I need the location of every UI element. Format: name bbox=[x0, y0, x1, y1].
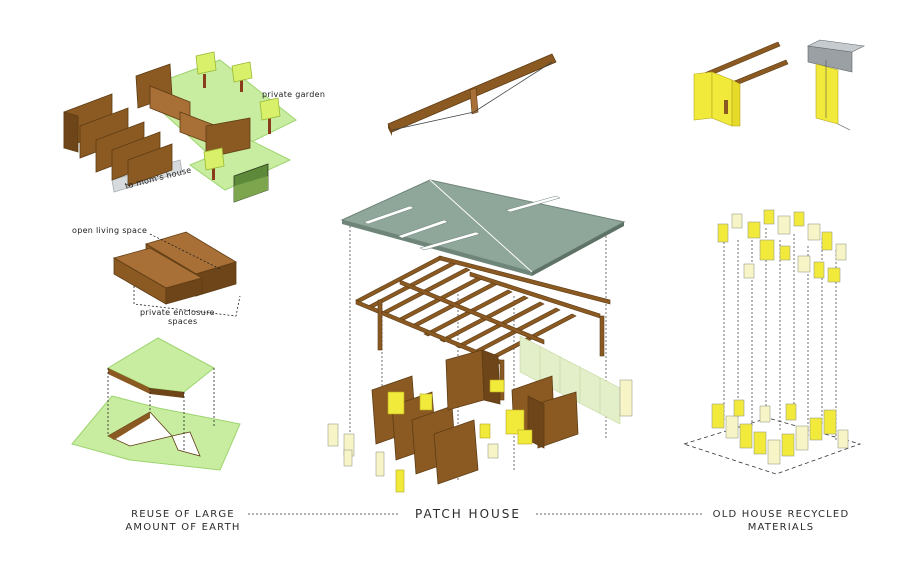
earth-reuse-diagram bbox=[71, 337, 241, 471]
glass-wall bbox=[519, 335, 621, 425]
garden-lawn bbox=[137, 59, 297, 161]
earth-upper-plate bbox=[106, 337, 215, 393]
timber-pergola bbox=[355, 255, 611, 401]
roof-slab bbox=[340, 179, 626, 273]
caption-earth-line-2: AMOUNT OF EARTH bbox=[125, 522, 241, 533]
caption-recycled-line-2: MATERIALS bbox=[747, 522, 815, 533]
window-frames-house bbox=[327, 379, 633, 477]
recycled-frames-top bbox=[693, 39, 866, 131]
caption-earth-line-1: REUSE OF LARGE bbox=[131, 509, 235, 520]
label-private-enclosure: private enclosure bbox=[140, 308, 215, 317]
floating-windows bbox=[717, 209, 847, 283]
wall-blocks-right bbox=[135, 63, 251, 159]
wall-blocks-left bbox=[63, 93, 173, 187]
caption-recycled-line-1: OLD HOUSE RECYCLED bbox=[712, 509, 850, 520]
timber-truss bbox=[387, 53, 557, 136]
label-private-enclosure-spaces: spaces bbox=[168, 317, 198, 326]
stacked-windows bbox=[711, 399, 849, 465]
exploded-house bbox=[327, 179, 633, 493]
label-open-living-space: open living space bbox=[72, 226, 148, 235]
trees bbox=[195, 51, 281, 180]
living-space-diagram bbox=[112, 231, 241, 317]
caption-earth-reuse: REUSE OF LARGE AMOUNT OF EARTH bbox=[118, 508, 248, 534]
caption-patch-house: PATCH HOUSE bbox=[414, 507, 522, 521]
caption-recycled-materials: OLD HOUSE RECYCLED MATERIALS bbox=[706, 508, 856, 534]
recycled-doors-in-house bbox=[387, 379, 533, 493]
site-plan-garden bbox=[63, 51, 297, 203]
recycled-windows-exploded bbox=[682, 209, 862, 475]
landscape-photo bbox=[233, 163, 269, 203]
label-private-garden: private garden bbox=[262, 90, 326, 99]
